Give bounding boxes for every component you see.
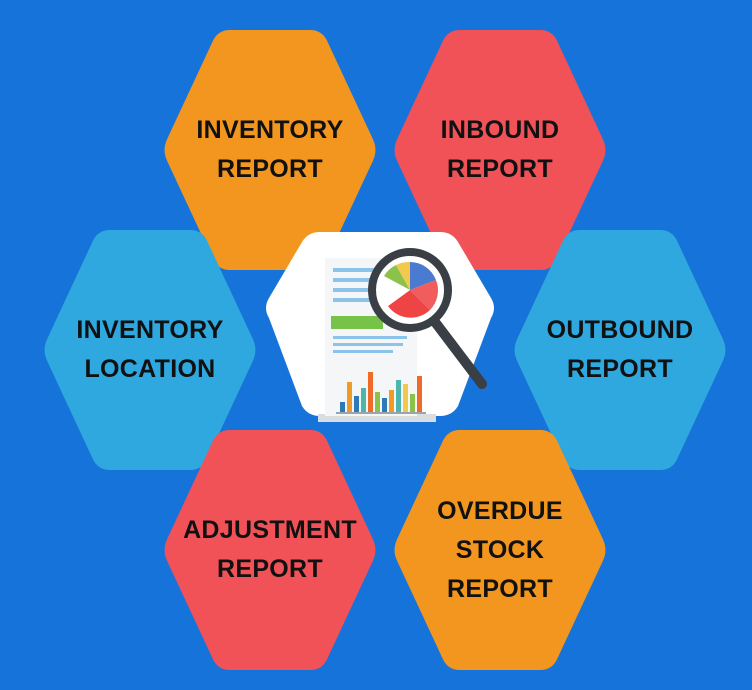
adjustment-report-label-line: REPORT <box>217 555 323 583</box>
inbound-report-label-line: REPORT <box>447 155 553 183</box>
inventory-location-hexagon <box>44 230 256 470</box>
overdue-stock-report-label-line: STOCK <box>455 535 545 564</box>
overdue-stock-report-label-line: OVERDUE <box>437 496 563 525</box>
overdue-stock-report-hexagon <box>394 430 606 670</box>
outbound-report-label-line: OUTBOUND <box>546 316 694 344</box>
inventory-location-label-line: INVENTORY <box>76 316 224 344</box>
inbound-report-label-line: INBOUND <box>440 116 560 144</box>
report-analytics-magnifier-icon <box>318 248 487 422</box>
outbound-report-hexagon <box>514 230 726 470</box>
inbound-report-hexagon <box>394 30 606 270</box>
inventory-location-label-line: LOCATION <box>84 355 216 383</box>
center-hexagon <box>266 232 494 422</box>
inventory-report-hexagon <box>164 30 376 270</box>
inventory-report-label: INVENTORY REPORT <box>160 111 380 189</box>
adjustment-report-label: ADJUSTMENT REPORT <box>160 511 380 589</box>
outbound-report-label-line: REPORT <box>567 355 673 383</box>
inventory-location-label: INVENTORY LOCATION <box>40 311 260 389</box>
adjustment-report-label-line: ADJUSTMENT <box>183 516 357 544</box>
overdue-stock-report-label-line: REPORT <box>447 574 553 603</box>
inventory-report-label-line: INVENTORY <box>196 116 344 144</box>
adjustment-report-hexagon <box>164 430 376 670</box>
inventory-report-label-line: REPORT <box>217 155 323 183</box>
overdue-stock-report-label: OVERDUE STOCK REPORT <box>390 492 610 609</box>
outbound-report-label: OUTBOUND REPORT <box>510 311 730 389</box>
inbound-report-label: INBOUND REPORT <box>390 111 610 189</box>
